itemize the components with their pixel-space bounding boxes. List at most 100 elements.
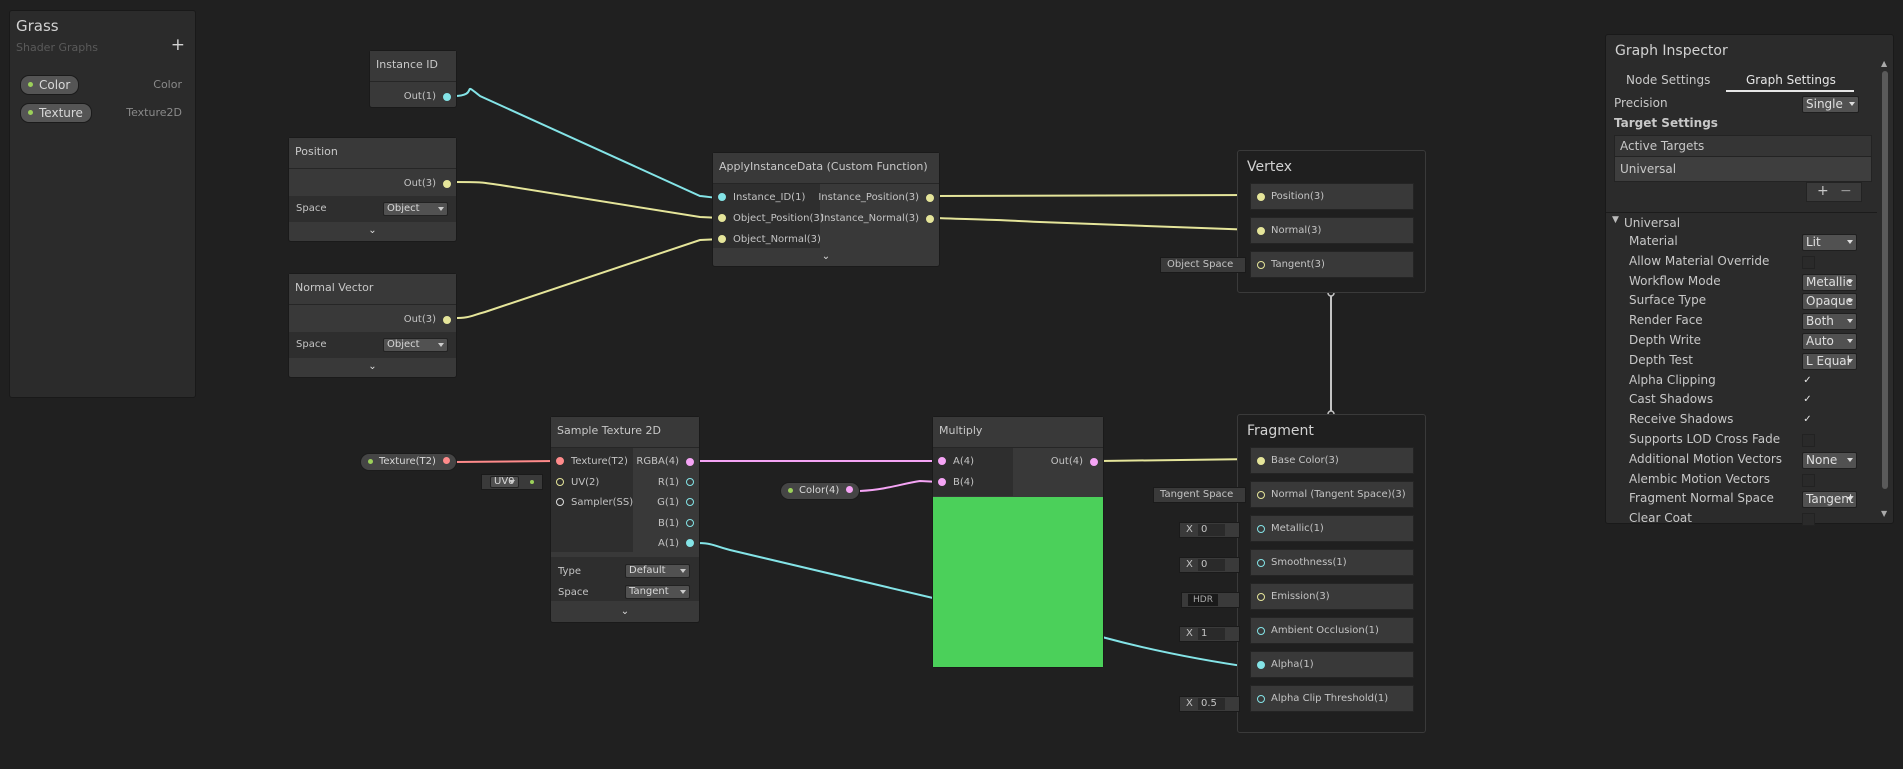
vertex-block-position[interactable]: Position(3) bbox=[1250, 183, 1414, 210]
add-property-button[interactable]: + bbox=[170, 35, 185, 55]
input-port[interactable] bbox=[1257, 525, 1265, 533]
setting-dropdown[interactable]: Both bbox=[1802, 313, 1857, 330]
setting-dropdown[interactable]: L Equal bbox=[1802, 353, 1857, 370]
setting-dropdown[interactable]: Lit bbox=[1802, 234, 1857, 251]
output-port[interactable] bbox=[686, 478, 694, 486]
input-port[interactable] bbox=[1257, 193, 1265, 201]
scrollbar-thumb[interactable] bbox=[1882, 71, 1888, 489]
node-normal-vector[interactable]: Normal Vector Out(3) Space Object ⌄ bbox=[288, 273, 457, 378]
fragment-block-metallic[interactable]: Metallic(1) bbox=[1250, 515, 1414, 542]
setting-checkbox[interactable]: ✓ bbox=[1803, 375, 1812, 386]
value-field[interactable]: 1 bbox=[1198, 628, 1225, 640]
input-port[interactable] bbox=[1257, 491, 1265, 499]
fragment-block-alpha[interactable]: Alpha(1) bbox=[1250, 651, 1414, 678]
precision-dropdown[interactable]: Single bbox=[1802, 96, 1859, 113]
universal-section-header[interactable]: Universal bbox=[1624, 216, 1681, 230]
input-port[interactable] bbox=[1257, 227, 1265, 235]
space-dropdown[interactable]: Object bbox=[383, 202, 448, 216]
fragment-block-smoothness[interactable]: Smoothness(1) bbox=[1250, 549, 1414, 576]
output-port[interactable] bbox=[1090, 458, 1098, 466]
scroll-up-icon[interactable]: ▲ bbox=[1881, 59, 1888, 68]
input-port[interactable] bbox=[556, 498, 564, 506]
output-port[interactable] bbox=[926, 215, 934, 223]
fragment-block-emission[interactable]: Emission(3) bbox=[1250, 583, 1414, 610]
input-port[interactable] bbox=[1257, 261, 1265, 269]
input-port[interactable] bbox=[1257, 627, 1265, 635]
input-port[interactable] bbox=[718, 193, 726, 201]
fragment-block-alpha-clip[interactable]: Alpha Clip Threshold(1) bbox=[1250, 685, 1414, 712]
setting-checkbox[interactable] bbox=[1802, 474, 1815, 487]
output-port[interactable] bbox=[686, 519, 694, 527]
color-property-node[interactable]: Color(4) bbox=[780, 482, 861, 500]
fragment-context[interactable]: Fragment Base Color(3) Normal (Tangent S… bbox=[1237, 414, 1426, 733]
input-port[interactable] bbox=[1257, 593, 1265, 601]
vertex-context[interactable]: Vertex Position(3) Normal(3) Tangent(3) bbox=[1237, 150, 1426, 293]
input-port[interactable] bbox=[718, 235, 726, 243]
tab-graph-settings[interactable]: Graph Settings bbox=[1746, 73, 1836, 87]
scroll-down-icon[interactable]: ▼ bbox=[1881, 509, 1888, 518]
setting-dropdown[interactable]: Opaque bbox=[1802, 293, 1857, 310]
node-multiply[interactable]: Multiply A(4) B(4) Out(4) bbox=[932, 416, 1104, 668]
texture-property-node[interactable]: Texture(T2) bbox=[360, 453, 457, 471]
value-field[interactable]: 0 bbox=[1198, 559, 1225, 571]
output-port[interactable] bbox=[686, 458, 694, 466]
target-list-item[interactable]: Universal bbox=[1614, 156, 1872, 182]
setting-checkbox[interactable] bbox=[1802, 513, 1815, 526]
property-pill-texture[interactable]: Texture bbox=[20, 103, 92, 123]
setting-checkbox[interactable] bbox=[1802, 434, 1815, 447]
output-port[interactable] bbox=[686, 539, 694, 547]
uv-default-input[interactable]: UV0 bbox=[481, 474, 543, 490]
setting-checkbox[interactable] bbox=[1802, 256, 1815, 269]
remove-target-button[interactable]: − bbox=[1840, 183, 1852, 199]
property-pill-color[interactable]: Color bbox=[20, 75, 80, 95]
node-apply-instance-data[interactable]: ApplyInstanceData (Custom Function) Inst… bbox=[712, 152, 940, 267]
vertex-block-tangent[interactable]: Tangent(3) bbox=[1250, 251, 1414, 278]
foldout-triangle-icon[interactable]: ▼ bbox=[1612, 215, 1619, 225]
collapse-chevron-icon[interactable]: ⌄ bbox=[368, 361, 377, 372]
input-port[interactable] bbox=[1257, 457, 1265, 465]
input-port[interactable] bbox=[1257, 695, 1265, 703]
space-dropdown[interactable]: Object bbox=[383, 338, 448, 352]
setting-dropdown[interactable]: Tangent bbox=[1802, 491, 1857, 508]
emission-default-input[interactable]: HDR bbox=[1181, 592, 1240, 608]
collapse-chevron-icon[interactable]: ⌄ bbox=[620, 606, 630, 617]
output-port[interactable] bbox=[443, 180, 451, 188]
output-port[interactable] bbox=[443, 93, 451, 101]
input-port[interactable] bbox=[556, 457, 564, 465]
node-position[interactable]: Position Out(3) Space Object ⌄ bbox=[288, 137, 457, 242]
input-port[interactable] bbox=[718, 214, 726, 222]
input-port[interactable] bbox=[938, 457, 946, 465]
output-port[interactable] bbox=[846, 486, 854, 493]
setting-dropdown[interactable]: None bbox=[1802, 452, 1857, 469]
value-field[interactable]: 0.5 bbox=[1198, 698, 1225, 710]
tangent-default-input[interactable]: Object Space bbox=[1160, 257, 1246, 273]
input-port[interactable] bbox=[556, 478, 564, 486]
output-port[interactable] bbox=[442, 457, 450, 464]
space-dropdown[interactable]: Tangent bbox=[625, 585, 690, 599]
setting-dropdown[interactable]: Metallic bbox=[1802, 274, 1857, 291]
output-port[interactable] bbox=[686, 498, 694, 506]
fragment-block-ambient-occlusion[interactable]: Ambient Occlusion(1) bbox=[1250, 617, 1414, 644]
input-port[interactable] bbox=[938, 478, 946, 486]
vertex-block-normal[interactable]: Normal(3) bbox=[1250, 217, 1414, 244]
input-port[interactable] bbox=[1257, 559, 1265, 567]
node-sample-texture-2d[interactable]: Sample Texture 2D Texture(T2) UV(2) Samp… bbox=[550, 416, 700, 623]
setting-checkbox[interactable]: ✓ bbox=[1803, 394, 1812, 405]
collapse-chevron-icon[interactable]: ⌄ bbox=[368, 225, 377, 236]
hdr-color-swatch[interactable]: HDR bbox=[1188, 594, 1218, 606]
fragment-block-base-color[interactable]: Base Color(3) bbox=[1250, 447, 1414, 474]
add-target-button[interactable]: + bbox=[1817, 183, 1829, 199]
output-port[interactable] bbox=[926, 194, 934, 202]
input-port[interactable] bbox=[1257, 661, 1265, 669]
setting-checkbox[interactable]: ✓ bbox=[1803, 414, 1812, 425]
uv-dropdown[interactable]: UV0 bbox=[490, 476, 519, 488]
output-port[interactable] bbox=[443, 316, 451, 324]
type-dropdown[interactable]: Default bbox=[625, 564, 690, 578]
collapse-chevron-icon[interactable]: ⌄ bbox=[821, 251, 831, 262]
scrollbar[interactable]: ▲ ▼ bbox=[1879, 57, 1891, 521]
tab-node-settings[interactable]: Node Settings bbox=[1626, 73, 1711, 87]
